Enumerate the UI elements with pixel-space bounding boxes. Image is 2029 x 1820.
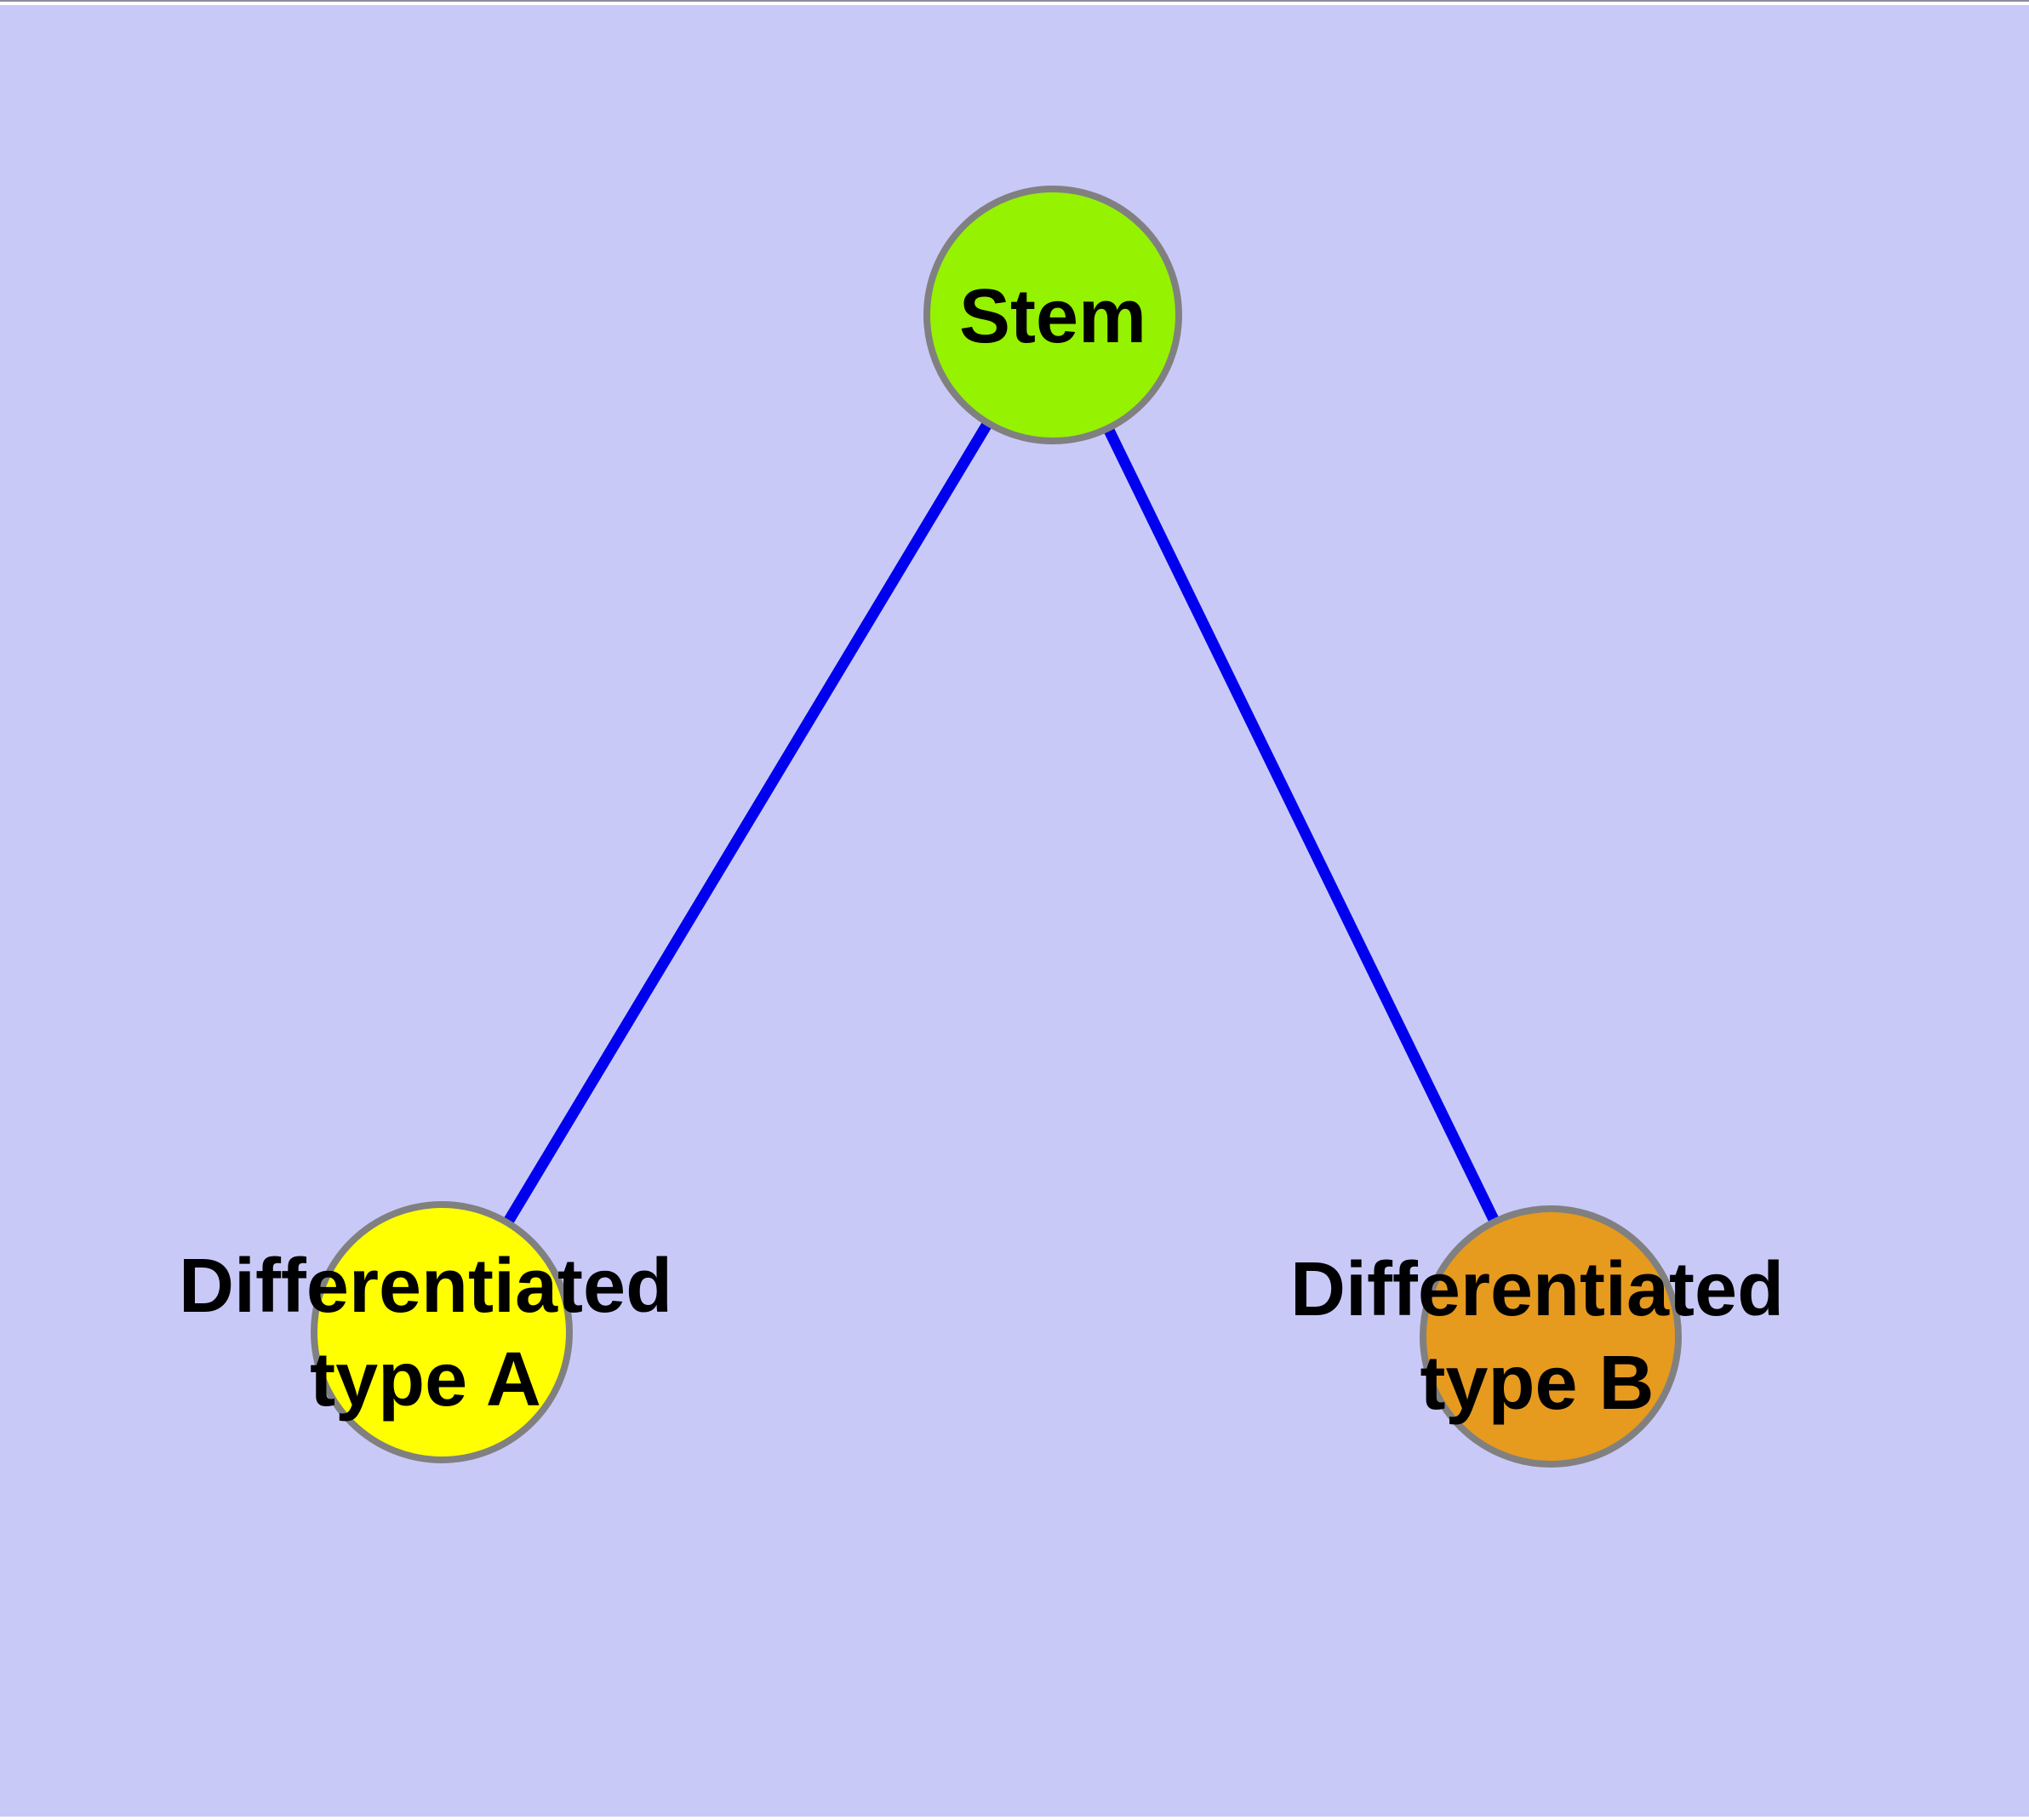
- node-label-type-a-line1: Differentiated: [178, 1244, 673, 1329]
- node-label-type-a: Differentiated type A: [179, 1239, 672, 1427]
- node-label-type-b-line2: type B: [1420, 1341, 1655, 1426]
- node-label-type-b: Differentiated type B: [1290, 1243, 1784, 1430]
- node-differentiated-type-b: [1420, 1205, 1682, 1468]
- node-differentiated-type-a: [311, 1201, 573, 1463]
- node-label-type-a-line2: type A: [310, 1337, 541, 1422]
- node-label-stem: Stem: [959, 270, 1146, 363]
- node-label-stem-text: Stem: [958, 274, 1147, 359]
- top-hairline: [0, 0, 2029, 2]
- edge-stem-to-type-a: [436, 309, 1059, 1338]
- node-stem: [923, 186, 1182, 444]
- edge-stem-to-type-b: [1047, 309, 1557, 1342]
- node-label-type-b-line1: Differentiated: [1289, 1247, 1785, 1332]
